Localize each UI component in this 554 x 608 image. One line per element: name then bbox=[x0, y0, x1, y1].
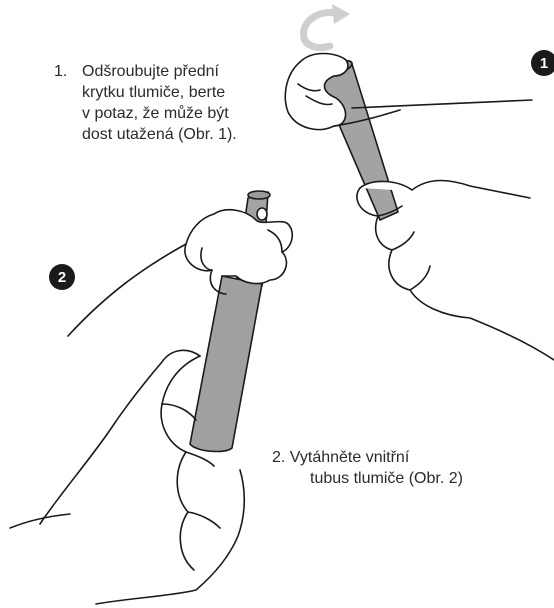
step-1-number: 1. bbox=[54, 61, 67, 82]
step-1-instruction: 1. Odšroubujte přední krytku tlumiče, be… bbox=[54, 61, 237, 145]
rotate-arrow-icon bbox=[304, 4, 350, 48]
figure-1-badge: 1 bbox=[531, 50, 554, 76]
step-2-instruction: 2. Vytáhněte vnitřní tubus tlumiče (Obr.… bbox=[272, 447, 463, 489]
figure-2-badge: 2 bbox=[49, 264, 75, 290]
figure-2-illustration bbox=[10, 191, 292, 604]
step-2-line-2: tubus tlumiče (Obr. 2) bbox=[272, 468, 463, 489]
step-1-line-1: Odšroubujte přední bbox=[54, 61, 237, 82]
figure-1-illustration bbox=[285, 54, 554, 361]
step-1-line-3: v potaz, že může být bbox=[54, 103, 237, 124]
step-1-line-2: krytku tlumiče, berte bbox=[54, 82, 237, 103]
step-2-line-1: 2. Vytáhněte vnitřní bbox=[272, 447, 463, 468]
step-1-line-4: dost utažená (Obr. 1). bbox=[54, 124, 237, 145]
